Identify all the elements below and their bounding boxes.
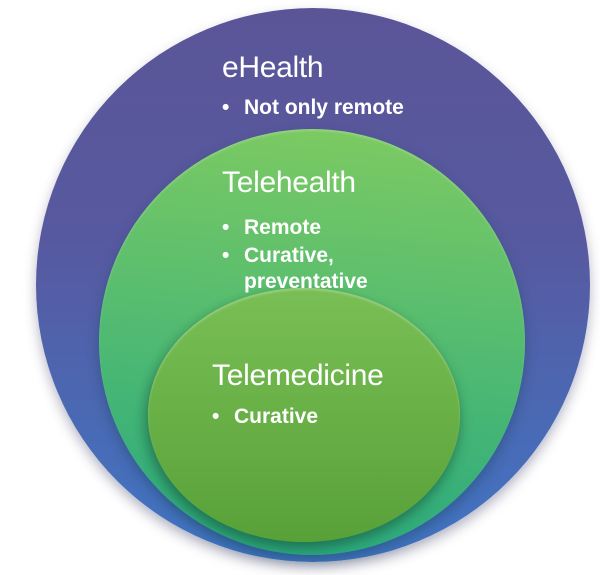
bullet-dot: • [222, 244, 230, 267]
circle-title-telehealth: Telehealth [222, 166, 356, 199]
bullet-list-ehealth: • Not only remote [222, 95, 452, 121]
bullet-dot: • [222, 96, 230, 119]
label-block-telemedicine: Telemedicine • Curative [212, 358, 452, 432]
bullet-text: Curative [234, 405, 319, 428]
label-block-telehealth: Telehealth • Remote • Curative, preventa… [222, 165, 427, 297]
bullet-text: Not only remote [244, 96, 404, 119]
circle-telemedicine [148, 288, 460, 542]
bullet-dot: • [212, 405, 220, 428]
bullet-list-telemedicine: • Curative [212, 404, 452, 430]
bullet-text: Remote [244, 216, 322, 239]
circle-title-ehealth: eHealth [222, 51, 324, 84]
bullet-item: • Remote [222, 215, 427, 241]
bullet-text: Curative, preventative [244, 244, 368, 293]
bullet-dot: • [222, 216, 230, 239]
bullet-item: • Not only remote [222, 95, 452, 121]
bullet-item: • Curative, preventative [222, 243, 427, 295]
label-block-ehealth: eHealth • Not only remote [222, 50, 452, 123]
bullet-item: • Curative [212, 404, 452, 430]
bullet-list-telehealth: • Remote • Curative, preventative [222, 215, 427, 295]
circle-title-telemedicine: Telemedicine [212, 359, 384, 392]
